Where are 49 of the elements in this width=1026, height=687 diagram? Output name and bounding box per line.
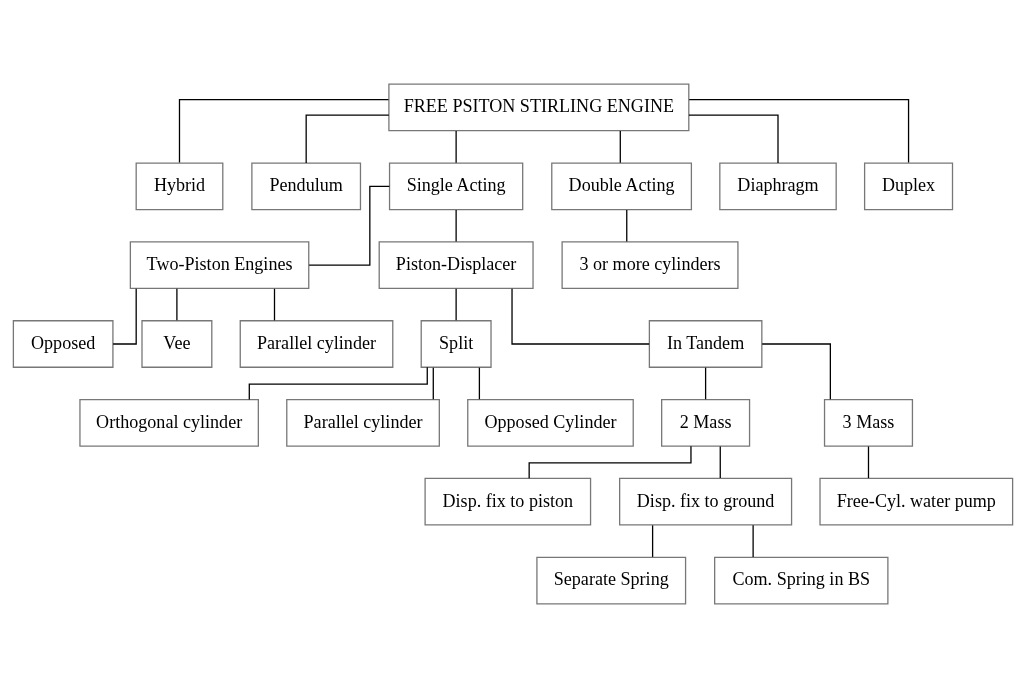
node-box: Disp. fix to ground bbox=[619, 477, 793, 526]
connector bbox=[455, 129, 457, 163]
connector bbox=[178, 98, 390, 163]
connector bbox=[112, 287, 137, 345]
node-box: Two-Piston Engines bbox=[129, 240, 310, 289]
connector bbox=[688, 98, 910, 163]
node-box: Hybrid bbox=[135, 161, 224, 210]
connector bbox=[651, 524, 654, 558]
node-box: 2 Mass bbox=[661, 398, 751, 447]
connector bbox=[688, 114, 779, 164]
connector bbox=[455, 208, 457, 242]
node-box: Piston-Displacer bbox=[378, 240, 534, 289]
connector bbox=[528, 445, 692, 479]
node-box: Parallel cylinder bbox=[239, 319, 394, 368]
node-box: Orthogonal cylinder bbox=[79, 398, 259, 447]
node-box: Parallel cylinder bbox=[286, 398, 440, 447]
node-box: Single Acting bbox=[388, 161, 524, 210]
connector bbox=[719, 445, 721, 479]
connector bbox=[761, 342, 831, 400]
node-box: Double Acting bbox=[551, 161, 693, 210]
node-box: Opposed bbox=[12, 319, 114, 368]
connector bbox=[248, 366, 428, 400]
node-box: Split bbox=[420, 319, 492, 368]
connector bbox=[867, 445, 870, 479]
node-box: Com. Spring in BS bbox=[714, 556, 889, 604]
node-box: Duplex bbox=[863, 161, 954, 210]
connector bbox=[273, 287, 276, 321]
connector bbox=[455, 287, 457, 321]
connector bbox=[511, 287, 650, 345]
node-box: 3 Mass bbox=[823, 398, 914, 447]
node-box: Diaphragm bbox=[719, 161, 837, 210]
connector bbox=[176, 287, 178, 321]
node-box: Disp. fix to piston bbox=[424, 477, 592, 526]
node-box: Vee bbox=[141, 319, 213, 368]
connector bbox=[752, 524, 754, 558]
connector bbox=[478, 366, 481, 400]
node-box: Pendulum bbox=[251, 161, 362, 210]
node-box: In Tandem bbox=[648, 319, 763, 368]
connector bbox=[308, 185, 391, 266]
connector bbox=[704, 366, 707, 400]
node-box: Separate Spring bbox=[536, 556, 687, 604]
node-box: Free-Cyl. water pump bbox=[819, 477, 1014, 526]
connector bbox=[432, 366, 434, 400]
connector bbox=[305, 114, 390, 164]
node-box: FREE PSITON STIRLING ENGINE bbox=[388, 83, 690, 131]
connector bbox=[619, 129, 621, 163]
connector bbox=[626, 208, 628, 242]
node-box: Opposed Cylinder bbox=[467, 398, 634, 447]
node-box: 3 or more cylinders bbox=[561, 240, 739, 289]
